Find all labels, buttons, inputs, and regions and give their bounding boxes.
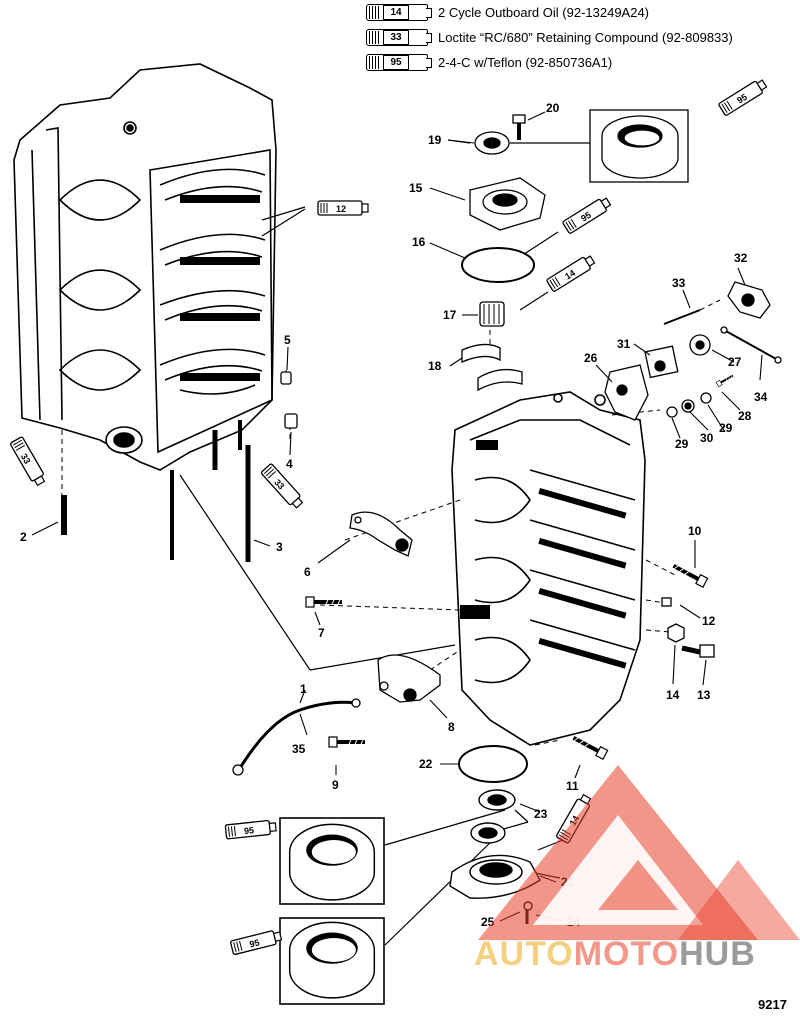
tube-code: 33	[383, 30, 409, 45]
callout-11: 11	[566, 779, 579, 793]
tube-tag: 12	[336, 204, 346, 214]
watermark-text: AUTOMOTOHUB	[474, 935, 756, 974]
callout-19: 19	[428, 133, 442, 147]
tube-icon-12: 12	[317, 200, 369, 216]
watermark-part-auto: AUTO	[474, 935, 574, 973]
tube-tag: 95	[243, 825, 254, 836]
tube-icon: 33	[366, 29, 432, 46]
tube-icon-95a: 95	[717, 76, 769, 117]
crankcase-cover	[451, 391, 646, 746]
callout-31: 31	[617, 337, 631, 351]
callout-30: 30	[700, 431, 714, 445]
callout-33: 33	[672, 276, 686, 290]
callout-8: 8	[448, 720, 455, 734]
callout-28: 28	[738, 409, 752, 423]
callout-18: 18	[428, 359, 442, 373]
callout-4: 4	[286, 457, 293, 471]
legend-text: Loctite “RC/680” Retaining Compound (92-…	[438, 30, 733, 45]
seal-box-lower	[279, 917, 385, 1005]
tube-code: 95	[383, 55, 409, 70]
callout-1: 1	[300, 682, 307, 696]
callout-27: 27	[728, 355, 742, 369]
lower-seal-parts	[449, 789, 541, 924]
cylinder-block	[13, 63, 277, 562]
callout-35: 35	[292, 742, 306, 756]
legend-text: 2-4-C w/Teflon (92-850736A1)	[438, 55, 613, 70]
callout-29: 29	[675, 437, 689, 451]
figure-number: 9217	[758, 997, 787, 1012]
legend-row-loctite: 33 Loctite “RC/680” Retaining Compound (…	[366, 25, 733, 50]
callout-5: 5	[284, 333, 291, 347]
callout-17: 17	[443, 308, 457, 322]
callout-2: 2	[20, 530, 27, 544]
legend-text: 2 Cycle Outboard Oil (92-13249A24)	[438, 5, 650, 20]
tube-tag: 95	[248, 937, 260, 949]
watermark-part-hub: HUB	[679, 935, 756, 973]
callout-20: 20	[546, 101, 560, 115]
callout-14: 14	[666, 688, 680, 702]
callout-26: 26	[584, 351, 598, 365]
callout-6: 6	[304, 565, 311, 579]
tube-tag: 14	[563, 268, 577, 282]
callout-32: 32	[734, 251, 748, 265]
seal-box-upper	[279, 817, 385, 905]
legend-row-grease: 95 2-4-C w/Teflon (92-850736A1)	[366, 50, 733, 75]
tube-icon-95d: 95	[229, 928, 283, 956]
tube-icon-14a: 14	[545, 252, 597, 293]
callout-10: 10	[688, 524, 702, 538]
legend: 14 2 Cycle Outboard Oil (92-13249A24) 33…	[366, 0, 733, 75]
tube-code: 14	[383, 5, 409, 20]
tube-icon: 14	[366, 4, 432, 21]
tube-icon-95b: 95	[561, 194, 613, 235]
legend-row-oil: 14 2 Cycle Outboard Oil (92-13249A24)	[366, 0, 733, 25]
watermark-logo-icon	[478, 765, 800, 940]
tube-icon-33b: 33	[260, 462, 306, 511]
tube-tag: 33	[19, 452, 33, 466]
applicator-tubes: 95 12 95 14 33 33 95 95 14	[9, 76, 769, 956]
callout-22: 22	[419, 757, 433, 771]
callout-34: 34	[754, 390, 768, 404]
tube-icon-33a: 33	[9, 435, 48, 488]
tube-tag: 95	[735, 92, 749, 106]
watermark-part-moto: MOTO	[573, 935, 680, 973]
tube-tag: 33	[272, 477, 286, 491]
callout-15: 15	[409, 181, 423, 195]
callout-23: 23	[534, 807, 548, 821]
callout-7: 7	[318, 626, 325, 640]
callout-12: 12	[702, 614, 716, 628]
tube-icon: 95	[366, 54, 432, 71]
callout-29-second: 29	[719, 421, 733, 435]
tube-tag: 95	[579, 210, 593, 224]
hardware-parts	[61, 109, 782, 783]
callout-3: 3	[276, 540, 283, 554]
callout-16: 16	[412, 235, 426, 249]
callout-13: 13	[697, 688, 711, 702]
callout-9: 9	[332, 778, 339, 792]
tube-icon-95c: 95	[224, 819, 278, 840]
